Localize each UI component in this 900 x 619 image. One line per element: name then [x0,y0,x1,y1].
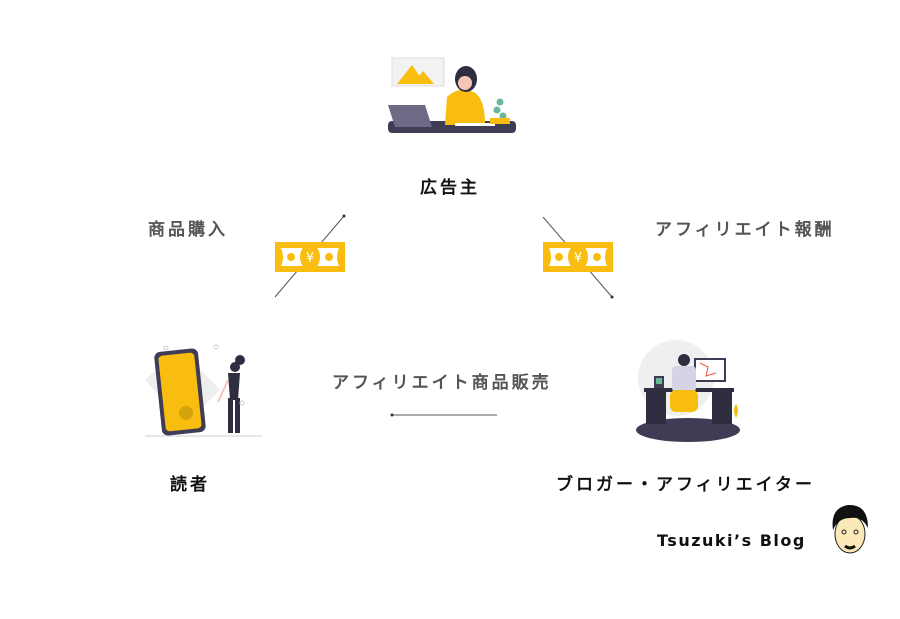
blogger-illustration [636,340,740,442]
flow-reward-label: アフィリエイト報酬 [655,220,835,240]
flow-purchase-label: 商品購入 [148,220,228,240]
node-reader-label: 読者 [170,475,210,495]
reader-illustration [145,344,262,437]
flow-sales-label: アフィリエイト商品販売 [332,373,552,393]
advertiser-illustration [388,57,516,133]
brand-label: Tsuzuki’s Blog [657,531,806,550]
node-advertiser-label: 広告主 [420,178,480,198]
node-blogger-label: ブロガー・アフィリエイター [556,475,815,495]
yen-symbol: ¥ [306,251,314,266]
author-avatar-icon [832,504,868,554]
yen-symbol: ¥ [574,251,582,266]
